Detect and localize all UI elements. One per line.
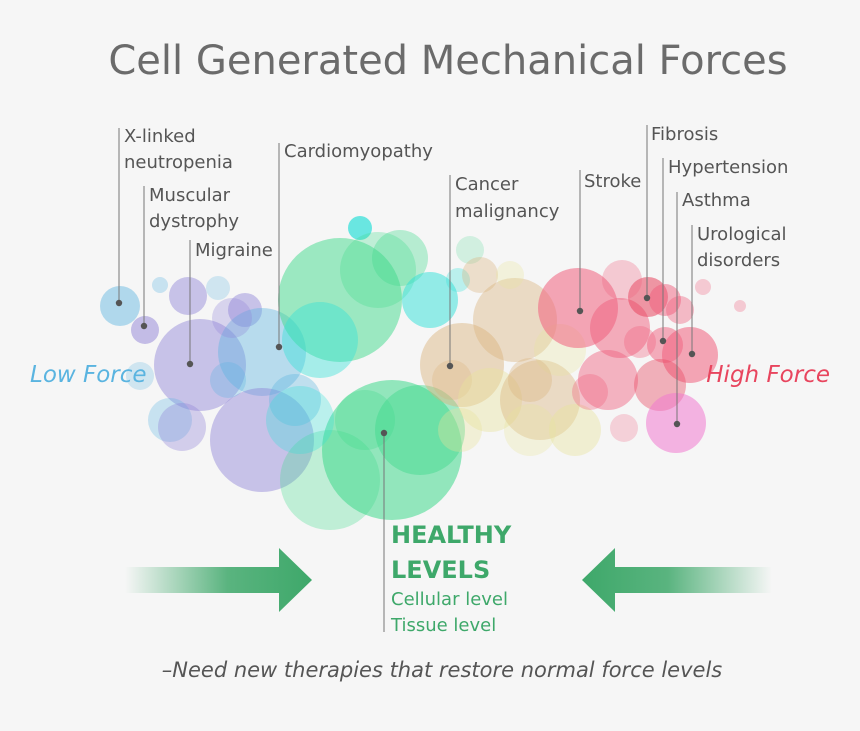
bubble-teal	[446, 268, 470, 292]
healthy-sub-tissue: Tissue level	[390, 615, 496, 636]
healthy-line2: LEVELS	[391, 556, 490, 584]
bubble-purple	[212, 298, 252, 338]
bubble-green	[335, 390, 395, 450]
bubble-purple	[228, 293, 262, 327]
bubble-teal	[348, 216, 372, 240]
marker-stroke	[576, 307, 584, 315]
bubble-purple	[131, 316, 159, 344]
bubble-pink	[649, 284, 681, 316]
label-muscular-line2: dystrophy	[149, 211, 239, 232]
bubble-pink	[666, 296, 694, 324]
bubble-purple	[169, 277, 207, 315]
bubble-blue	[269, 374, 321, 426]
bubble-purple	[158, 403, 206, 451]
label-muscular-line1: Muscular	[149, 185, 231, 206]
bubble-yellow	[549, 404, 601, 456]
bubble-tan	[432, 360, 472, 400]
marker-fibrosis	[643, 294, 651, 302]
bubble-green	[375, 385, 465, 475]
label-cardiomyopathy: Cardiomyopathy	[284, 141, 433, 162]
bubble-yellow	[438, 408, 482, 452]
label-cancer-line1: Cancer	[455, 174, 519, 195]
marker-cancer	[446, 362, 454, 370]
bubble-pink	[624, 326, 656, 358]
arrow-right-icon	[125, 548, 312, 612]
bubble-tan	[473, 278, 557, 362]
marker-urological	[688, 350, 696, 358]
bubble-green	[456, 236, 484, 264]
bubble-tan	[462, 257, 498, 293]
marker-hypertension	[659, 337, 667, 345]
bubble-blue	[218, 308, 306, 396]
bubble-blue	[206, 276, 230, 300]
label-migraine: Migraine	[195, 240, 273, 261]
bubble-pink	[572, 374, 608, 410]
bubble-pink	[695, 279, 711, 295]
label-stroke: Stroke	[584, 171, 641, 192]
bubble-tan	[508, 358, 552, 402]
marker-x-linked	[115, 299, 123, 307]
label-cancer-line2: malignancy	[455, 201, 560, 222]
high-force-label: High Force	[706, 362, 830, 388]
label-asthma: Asthma	[682, 190, 751, 211]
bubble-cluster	[100, 216, 746, 530]
bubble-tan	[420, 323, 504, 407]
marker-migraine	[186, 360, 194, 368]
bubble-green	[322, 380, 462, 520]
marker-cardiomyopathy	[275, 343, 283, 351]
bubble-tan	[500, 360, 580, 440]
low-force-label: Low Force	[30, 362, 147, 388]
healthy-sub-cellular: Cellular level	[391, 589, 508, 610]
bubble-pink	[734, 300, 746, 312]
label-x-linked-line1: X-linked	[124, 126, 196, 147]
bubble-teal	[402, 272, 458, 328]
bubble-blue	[210, 362, 246, 398]
arrow-left-icon	[582, 548, 772, 612]
bubble-pink	[590, 298, 650, 358]
bubble-yellow	[458, 368, 522, 432]
bubble-green	[278, 238, 402, 362]
marker-healthy	[380, 429, 388, 437]
footer-note: –Need new therapies that restore normal …	[162, 658, 723, 682]
bubble-teal	[266, 386, 334, 454]
bubble-pink	[602, 260, 642, 300]
disease-labels: X-linked neutropenia Muscular dystrophy …	[124, 124, 788, 271]
label-urological-line1: Urological	[697, 224, 787, 245]
marker-muscular	[140, 322, 148, 330]
bubble-blue	[148, 398, 192, 442]
diagram-title: Cell Generated Mechanical Forces	[108, 38, 787, 84]
bubble-yellow	[496, 261, 524, 289]
label-hypertension: Hypertension	[668, 157, 788, 178]
bubble-teal	[282, 302, 358, 378]
bubble-blue	[152, 277, 168, 293]
bubble-purple	[154, 319, 246, 411]
healthy-line1: HEALTHY	[391, 521, 512, 549]
marker-asthma	[673, 420, 681, 428]
bubble-blue	[126, 362, 154, 390]
label-x-linked-line2: neutropenia	[124, 152, 233, 173]
bubble-purple	[210, 388, 314, 492]
bubble-yellow	[504, 404, 556, 456]
bubble-green	[340, 232, 416, 308]
label-fibrosis: Fibrosis	[651, 124, 718, 145]
label-urological-line2: disorders	[697, 250, 780, 271]
leader-lines	[115, 125, 696, 632]
bubble-pink	[578, 350, 638, 410]
bubble-green	[280, 430, 380, 530]
bubble-pink	[610, 414, 638, 442]
